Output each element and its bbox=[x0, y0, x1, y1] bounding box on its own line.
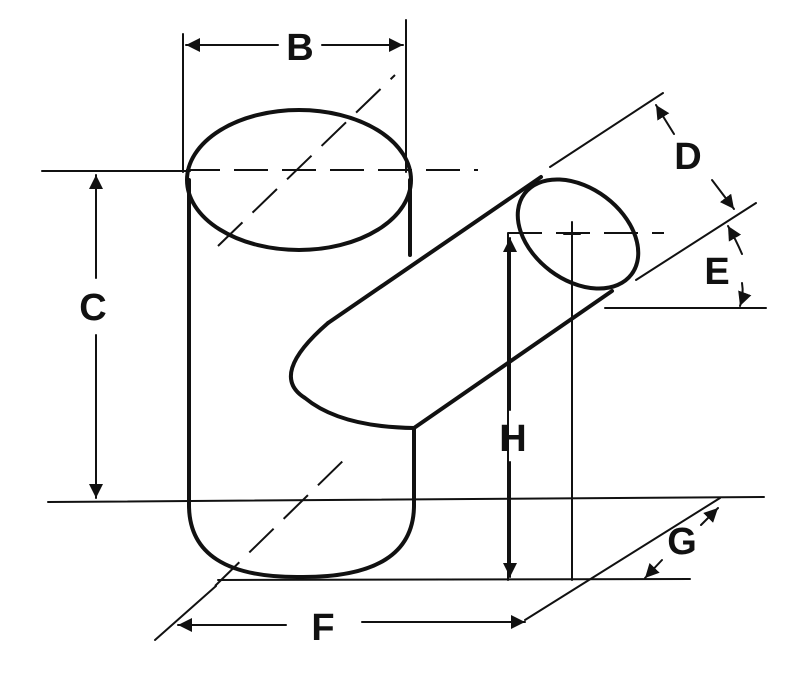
label-e: E bbox=[704, 251, 729, 293]
label-b: B bbox=[286, 27, 313, 69]
branch-end-ellipse bbox=[515, 177, 641, 291]
extension-lines bbox=[41, 19, 767, 641]
dimension-arrows bbox=[89, 38, 752, 632]
d-arrow-lower bbox=[711, 179, 735, 210]
main-cylinder-bottom-arc bbox=[187, 503, 416, 580]
label-f: F bbox=[311, 607, 334, 649]
base-line bbox=[47, 496, 765, 503]
d-extension-lower bbox=[635, 202, 757, 281]
g-arrow-lower bbox=[644, 559, 663, 579]
f-extension-right bbox=[524, 497, 721, 621]
h-bottom-line bbox=[217, 578, 691, 581]
top-diagonal-dash bbox=[217, 74, 396, 247]
centerlines bbox=[186, 74, 664, 587]
label-d: D bbox=[674, 136, 701, 178]
label-h: H bbox=[499, 418, 526, 460]
branch-pipe bbox=[288, 175, 641, 430]
branch-lower-edge bbox=[412, 289, 614, 430]
branch-upper-edge bbox=[326, 175, 543, 325]
d-arrow-upper bbox=[655, 104, 675, 135]
label-g: G bbox=[667, 521, 697, 563]
branch-saddle-curve bbox=[288, 321, 416, 430]
e-arrow-upper bbox=[727, 225, 743, 255]
bottom-diagonal-dash bbox=[214, 451, 353, 587]
d-extension-upper bbox=[549, 92, 664, 168]
main-cylinder-top-ellipse bbox=[185, 108, 413, 252]
main-cylinder bbox=[185, 108, 416, 580]
label-c: C bbox=[79, 287, 106, 329]
g-arrow-upper bbox=[700, 507, 719, 526]
f-extension-left bbox=[154, 585, 217, 641]
e-arrow-lower bbox=[738, 282, 752, 307]
dimension-labels: B C D E H G F bbox=[79, 27, 729, 649]
